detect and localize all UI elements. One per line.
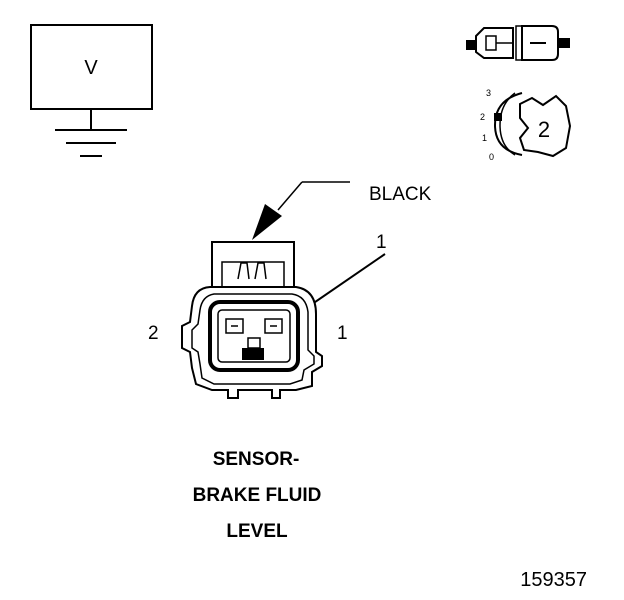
ground-icon: [55, 129, 127, 157]
probe-icon: [466, 25, 570, 61]
color-callout: BLACK: [252, 181, 432, 240]
dial-position-1: 1: [482, 133, 487, 143]
caption-line-2: BRAKE FLUID: [193, 485, 322, 506]
voltmeter-symbol: V: [30, 24, 153, 157]
callout-number: 1: [376, 232, 387, 253]
dial-position-2: 2: [480, 112, 485, 122]
dial-position-0: 0: [489, 152, 494, 162]
pin-label-left: 2: [148, 323, 159, 344]
figure-id: 159357: [520, 569, 587, 591]
component-caption: SENSOR- BRAKE FLUID LEVEL: [193, 449, 322, 542]
caption-line-1: SENSOR-: [213, 449, 300, 470]
selector-dial-icon: 3 2 1 0 2: [480, 88, 572, 162]
voltmeter-label: V: [84, 57, 98, 79]
pin-label-right: 1: [337, 323, 348, 344]
connector-body: [181, 241, 323, 399]
caption-line-3: LEVEL: [226, 521, 288, 542]
color-label: BLACK: [369, 184, 432, 205]
dial-selected-value: 2: [538, 117, 550, 142]
dial-position-3: 3: [486, 88, 491, 98]
